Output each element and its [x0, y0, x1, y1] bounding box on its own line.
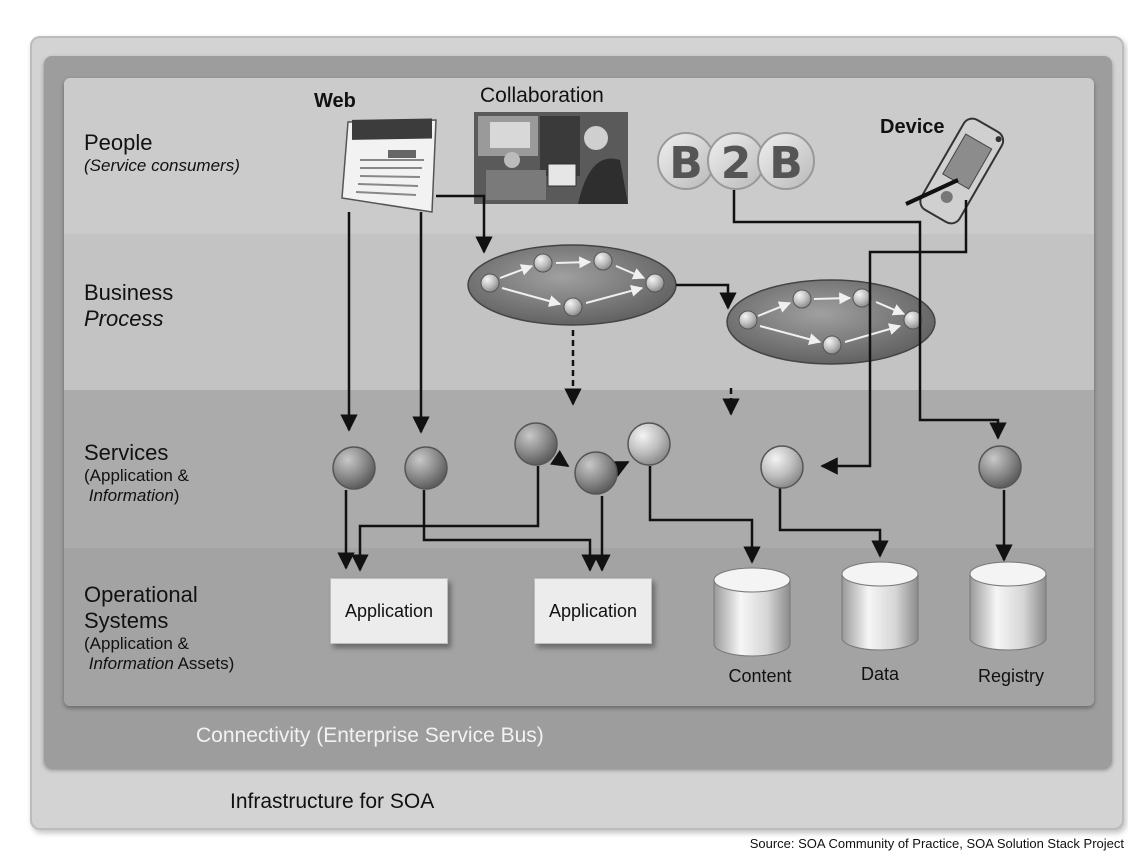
application-box-1: Application [330, 578, 448, 644]
process-ellipse-2 [726, 279, 936, 365]
content-label: Content [728, 666, 792, 686]
data-label: Data [860, 664, 900, 684]
cylinder-content-icon [713, 567, 791, 657]
infrastructure-label: Infrastructure for SOA [230, 790, 435, 813]
device-pda-icon [905, 117, 1005, 225]
collaboration-photo-icon [474, 112, 628, 204]
application-box-2: Application [534, 578, 652, 644]
svg-text:2: 2 [721, 138, 752, 189]
service-nodes [332, 422, 1022, 495]
people-title: People [84, 130, 153, 155]
svg-text:B: B [769, 138, 803, 189]
process-title: Process [84, 306, 164, 331]
services-sub1: (Application & [84, 466, 189, 485]
web-page-icon [341, 118, 437, 213]
systems-title: Systems [84, 608, 169, 633]
services-title: Services [84, 440, 169, 465]
business-title: Business [84, 280, 174, 305]
web-label: Web [314, 90, 356, 112]
collaboration-label: Collaboration [480, 84, 604, 107]
connectivity-label: Connectivity (Enterprise Service Bus) [196, 724, 544, 747]
operational-systems-label: Operational Systems (Application & Infor… [84, 582, 234, 674]
process-ellipse-1 [467, 244, 677, 326]
services-sub2: Information) [88, 486, 180, 505]
cylinder-data-icon [841, 561, 919, 651]
b2b-icon: B 2 B [657, 132, 815, 190]
registry-label: Registry [977, 666, 1044, 686]
business-process-label: Business Process [84, 280, 173, 332]
svg-text:B: B [669, 138, 703, 189]
device-label: Device [880, 116, 945, 138]
people-subtitle: (Service consumers) [84, 156, 240, 175]
services-label: Services (Application & Information) [84, 440, 189, 506]
operational-sub2: Information Assets) [88, 654, 235, 673]
operational-sub1: (Application & [84, 634, 189, 653]
operational-title: Operational [84, 582, 198, 607]
source-caption: Source: SOA Community of Practice, SOA S… [749, 836, 1124, 851]
people-label: People (Service consumers) [84, 130, 240, 176]
cylinder-registry-icon [969, 561, 1047, 651]
